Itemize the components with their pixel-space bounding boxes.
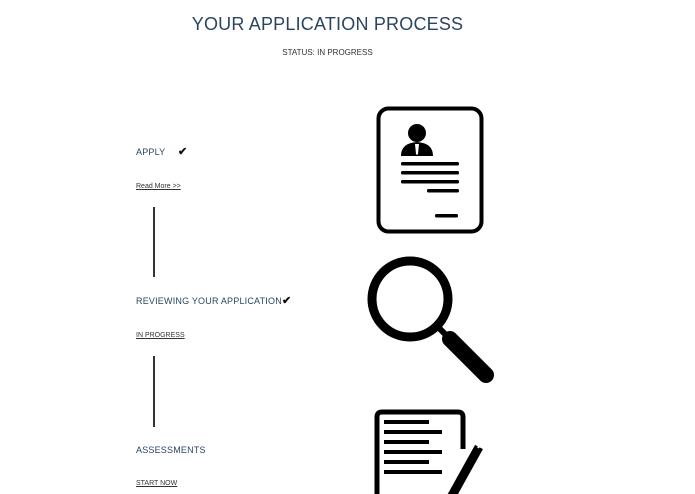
page-title: YOUR APPLICATION PROCESS: [191, 14, 464, 34]
start-now-link[interactable]: START NOW: [136, 480, 178, 487]
resume-document-icon: [376, 106, 484, 234]
magnifying-glass-icon: [367, 256, 494, 383]
status-text: STATUS: IN PROGRESS: [282, 48, 373, 57]
step-reviewing-label: REVIEWING YOUR APPLICATION: [136, 296, 282, 306]
timeline-connector: [153, 356, 155, 427]
checkmark-icon: ✔: [282, 295, 292, 307]
in-progress-link[interactable]: IN PROGRESS: [136, 332, 185, 339]
timeline-connector: [153, 207, 155, 277]
document-pencil-icon: [374, 409, 483, 494]
step-apply-label: APPLY: [136, 147, 166, 157]
checkmark-icon: ✔: [178, 146, 188, 158]
step-assessments-label: ASSESSMENTS: [136, 445, 206, 455]
read-more-link[interactable]: Read More >>: [136, 183, 181, 190]
